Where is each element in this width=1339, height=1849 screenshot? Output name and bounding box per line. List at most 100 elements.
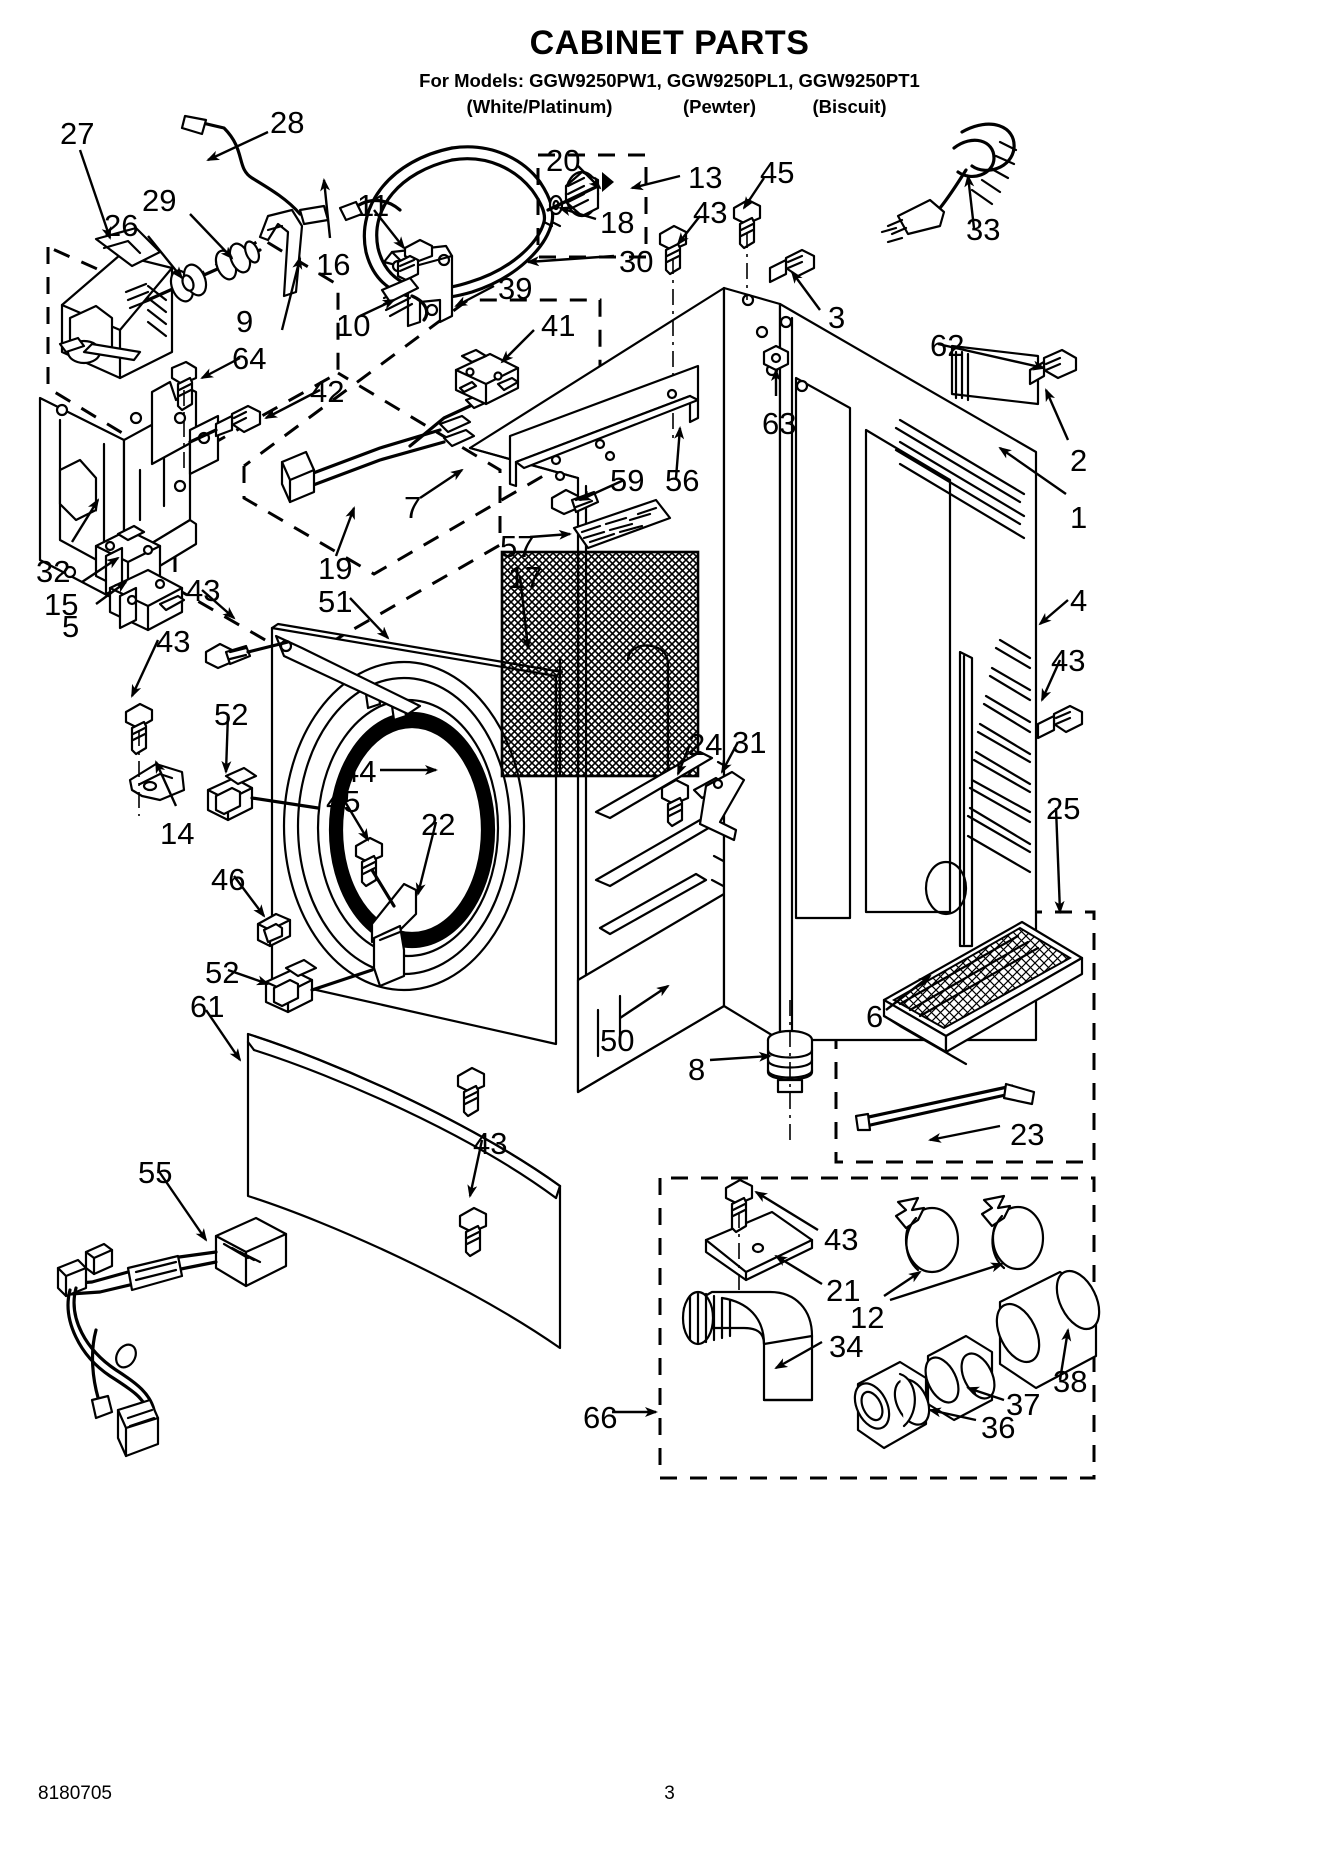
color-variant-3: (Biscuit): [812, 96, 887, 117]
nut-63: [762, 344, 790, 372]
callout-5: 5: [62, 609, 80, 644]
duct-38: [995, 1269, 1101, 1390]
leader-26: [147, 235, 184, 280]
group-box-harness: [242, 298, 602, 576]
door-hinge-lower: [264, 958, 318, 1014]
callout-66: 66: [583, 1400, 618, 1435]
screw-24: [660, 778, 690, 828]
callout-63: 63: [762, 406, 797, 441]
callout-61: 61: [190, 989, 225, 1024]
leader-43-front: [467, 1139, 484, 1198]
leader-36: [928, 1407, 977, 1422]
callout-18: 18: [600, 205, 635, 240]
lint-screen: [882, 920, 1084, 1066]
callout-43: 43: [1051, 643, 1086, 678]
callout-42: 42: [310, 374, 345, 409]
dryer-cabinet: [468, 286, 1038, 1094]
leader-17: [518, 575, 532, 650]
rear-panel-62: [950, 344, 1040, 406]
callout-30: 30: [619, 244, 654, 279]
callout-52: 52: [214, 697, 249, 732]
leader-3: [790, 270, 821, 311]
callout-7: 7: [404, 490, 422, 525]
callout-56: 56: [665, 463, 700, 498]
callout-27: 27: [60, 116, 95, 151]
leader-43-b: [130, 639, 160, 698]
leader-15: [81, 556, 120, 583]
motor-clip: [258, 208, 304, 298]
color-variants: (White/Platinum) (Pewter) (Biscuit): [0, 96, 1339, 118]
callout-52: 52: [205, 955, 240, 990]
leader-1: [998, 446, 1067, 495]
model-label-57: [572, 498, 672, 550]
model-list: For Models: GGW9250PW1, GGW9250PL1, GGW9…: [419, 70, 920, 91]
leader-43-vent: [754, 1190, 819, 1232]
callout-34: 34: [829, 1329, 864, 1364]
switch-5: [108, 568, 186, 632]
color-variant-1: (White/Platinum): [466, 96, 613, 117]
callout-38: 38: [1053, 1364, 1088, 1399]
callout-9: 9: [236, 304, 254, 339]
leader-27: [78, 149, 112, 240]
callout-50: 50: [600, 1023, 635, 1058]
leader-22: [415, 821, 438, 896]
callout-2: 2: [1070, 443, 1088, 478]
callout-37: 37: [1006, 1387, 1041, 1422]
leader-2: [1044, 388, 1070, 441]
leader-9: [280, 256, 303, 331]
door-hinge-upper: [206, 766, 258, 822]
leveling-leg: [766, 1000, 814, 1140]
screw-43-front-upper: [456, 1066, 486, 1118]
screw-45-door: [354, 836, 396, 908]
leader-28: [206, 130, 269, 162]
leader-10: [359, 298, 396, 318]
callout-64: 64: [232, 341, 267, 376]
leader-12b: [889, 1262, 1004, 1302]
leader-16: [320, 178, 332, 239]
wire-harness-28: [180, 114, 402, 226]
callout-23: 23: [1010, 1117, 1045, 1152]
leader-33: [964, 174, 976, 229]
leader-55: [157, 1169, 208, 1242]
vent-cover-21: [704, 1210, 814, 1282]
power-cord: [880, 122, 1018, 244]
callout-28: 28: [270, 105, 305, 140]
page-title: CABINET PARTS: [529, 24, 810, 62]
callout-59: 59: [610, 463, 645, 498]
screw-64: [170, 360, 198, 470]
drive-motor: [58, 226, 174, 380]
callout-24: 24: [688, 727, 723, 762]
callout-21: 21: [826, 1273, 861, 1308]
leader-62: [937, 342, 1046, 371]
leader-38: [1058, 1328, 1072, 1381]
callout-43: 43: [156, 624, 191, 659]
callout-20: 20: [546, 143, 581, 178]
callout-43: 43: [186, 573, 221, 608]
callout-46: 46: [211, 862, 246, 897]
leader-21: [774, 1254, 823, 1286]
callout-55: 55: [138, 1155, 173, 1190]
bracket-31: [698, 770, 746, 842]
callout-51: 51: [318, 584, 353, 619]
leader-6: [885, 974, 932, 1011]
hose-clamp-a: [894, 1196, 960, 1274]
page-footer: 8180705 3: [0, 1783, 1339, 1809]
callout-25: 25: [1046, 791, 1081, 826]
color-variant-2: (Pewter): [683, 96, 756, 117]
leader-59: [578, 478, 625, 502]
main-harness-55: [56, 1216, 288, 1458]
leader-30: [526, 254, 615, 267]
leader-34: [774, 1340, 823, 1370]
callout-44: 44: [342, 754, 377, 789]
leader-25: [1054, 807, 1065, 914]
callout-6: 6: [866, 999, 884, 1034]
leader-45-door: [342, 799, 370, 842]
motor-pulley: [169, 263, 208, 303]
leader-43-c: [1040, 659, 1062, 702]
callout-36: 36: [981, 1410, 1016, 1445]
callout-32: 32: [36, 554, 71, 589]
callout-45: 45: [760, 155, 795, 190]
hose-clamp-b: [980, 1194, 1045, 1271]
